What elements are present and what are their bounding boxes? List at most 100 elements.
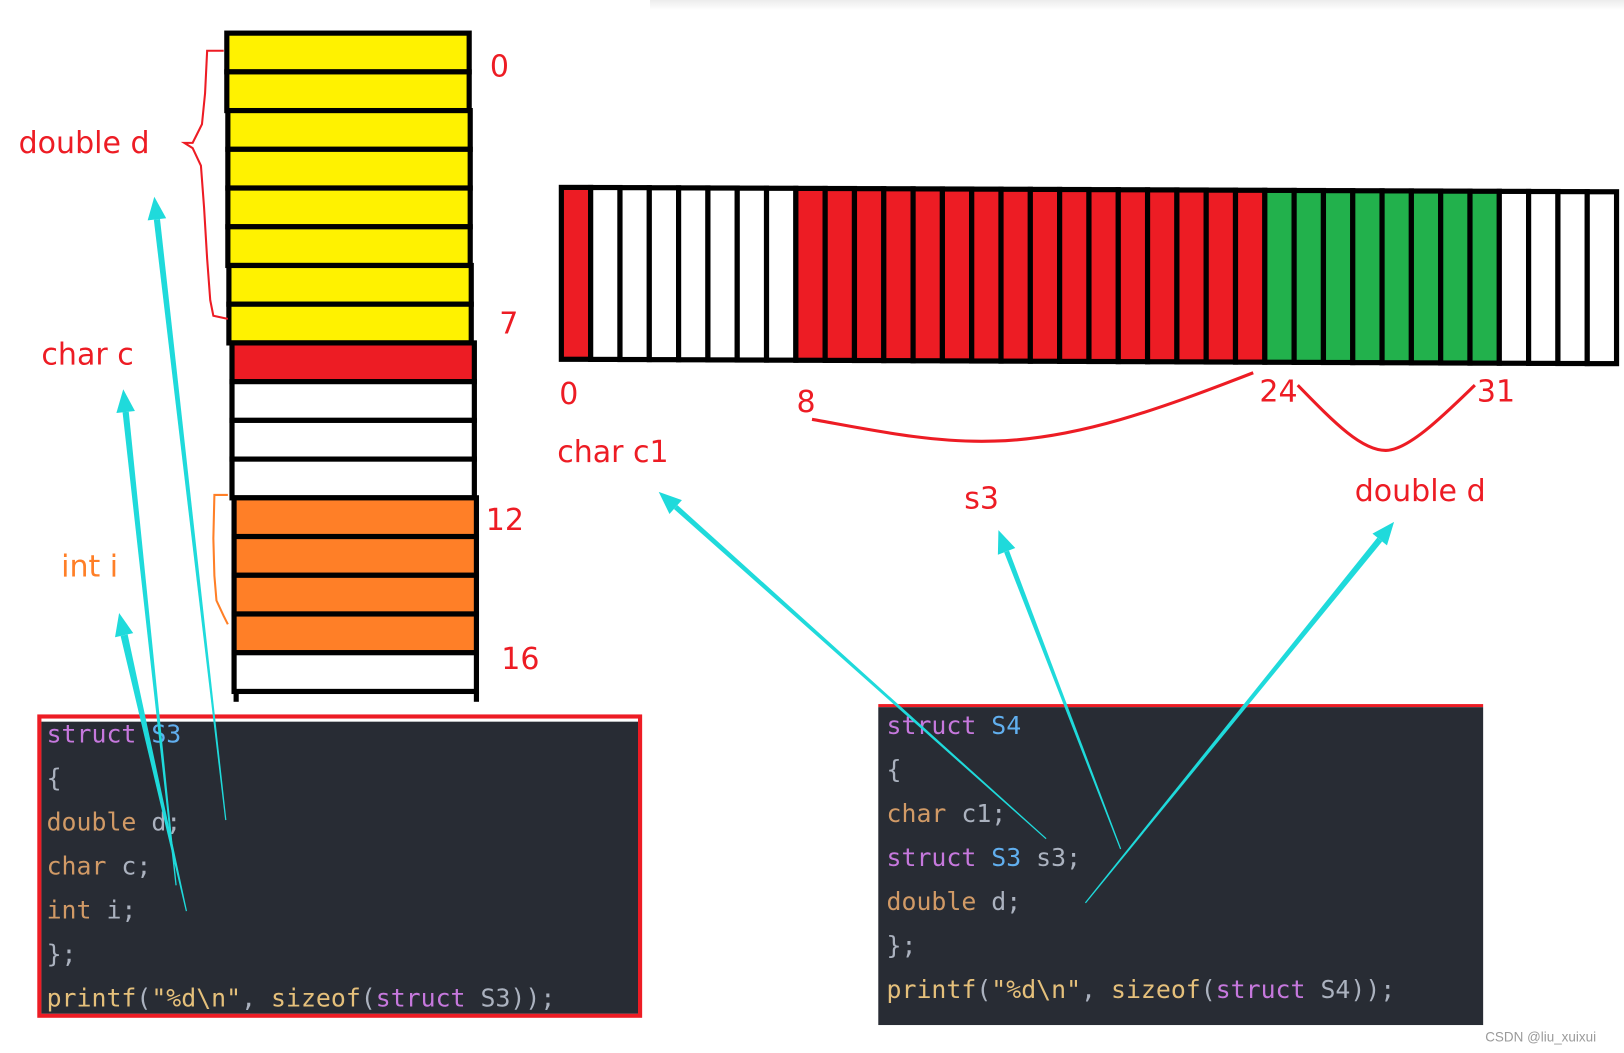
annotation-arrows — [115, 196, 1395, 912]
label-s3: s3 — [964, 481, 999, 516]
s4-offset-31: 31 — [1477, 375, 1515, 410]
s4-byte-cell-21 — [1174, 187, 1209, 365]
code-token: ( — [136, 983, 151, 1012]
code-token: sizeof — [271, 983, 361, 1012]
s4-byte-cell-26 — [1320, 188, 1356, 366]
code-line: struct S3 s3; — [887, 843, 1081, 872]
s3-byte-cell-16 — [231, 650, 480, 695]
s3-byte-cell-14 — [231, 572, 480, 617]
code-token: S3)); — [466, 983, 556, 1012]
s4-byte-cell-30 — [1438, 188, 1473, 366]
s4-offset-8: 8 — [796, 385, 815, 420]
code-token: struct — [887, 843, 992, 872]
s4-byte-cell-10 — [851, 186, 887, 364]
double-d-span-curve — [1296, 384, 1476, 452]
s3-byte-cell-10 — [229, 417, 477, 462]
code-token: S3 — [991, 843, 1036, 872]
code-token: int — [47, 895, 107, 924]
code-line: int i; — [47, 895, 137, 924]
s3-byte-cell-7 — [226, 301, 474, 346]
code-token: s3; — [1036, 843, 1081, 872]
label-double-d-s4: double d — [1355, 474, 1486, 509]
s4-byte-cell-5 — [705, 185, 740, 363]
s4-byte-cell-6 — [734, 185, 770, 363]
code-token: printf — [887, 975, 977, 1004]
s3-code-editor — [41, 721, 638, 1014]
s3-code-block: struct S3{ double d; char c; int i;};pri… — [47, 719, 556, 1012]
s3-offset-7: 7 — [499, 306, 518, 341]
code-token: }; — [47, 939, 77, 968]
s4-byte-cell-1 — [588, 184, 623, 362]
code-token: }; — [887, 931, 917, 960]
code-line: char c; — [47, 851, 152, 880]
code-token: ( — [361, 983, 376, 1012]
code-line: }; — [887, 931, 917, 960]
arrow-s3-head — [997, 530, 1016, 555]
s4-byte-cell-25 — [1291, 187, 1327, 365]
s3-byte-cell-13 — [231, 533, 480, 578]
s4-byte-cell-32 — [1496, 188, 1532, 366]
s4-byte-cell-9 — [822, 185, 858, 363]
arrow-char-c1-head — [658, 491, 682, 514]
code-token: "%d\n" — [151, 983, 241, 1012]
s4-offset-24: 24 — [1259, 375, 1297, 410]
s4-byte-cell-12 — [910, 186, 945, 364]
s4-byte-cell-11 — [881, 186, 916, 364]
code-token: S4)); — [1305, 975, 1395, 1004]
s4-byte-cell-3 — [646, 185, 682, 363]
label-char-c: char c — [41, 337, 133, 372]
arrow-s3-shaft — [1004, 550, 1122, 850]
code-token: S4 — [991, 711, 1021, 740]
code-line: double d; — [887, 887, 1022, 916]
arrow-char-c-shaft — [122, 411, 177, 886]
s3-byte-cell-8 — [229, 340, 477, 385]
code-token: { — [887, 755, 902, 784]
s4-memory-row — [558, 184, 1620, 367]
arrow-double-d-shaft — [153, 219, 227, 821]
s4-byte-cell-35 — [1584, 189, 1620, 367]
code-line: }; — [47, 939, 77, 968]
code-token: ( — [976, 975, 991, 1004]
s4-byte-cell-23 — [1232, 187, 1268, 365]
int-i-brace — [212, 493, 229, 625]
code-token: c1; — [961, 799, 1006, 828]
code-line: { — [887, 755, 902, 784]
s3-byte-cell-0 — [224, 30, 472, 75]
s4-byte-cell-24 — [1262, 187, 1297, 365]
s4-byte-cell-15 — [998, 186, 1033, 364]
code-token: d; — [991, 887, 1021, 916]
s4-byte-cell-27 — [1350, 188, 1385, 366]
s4-byte-cell-31 — [1467, 188, 1502, 366]
code-token: i; — [106, 895, 136, 924]
code-token: c; — [121, 851, 151, 880]
s4-byte-cell-28 — [1379, 188, 1414, 366]
s4-byte-cell-29 — [1408, 188, 1444, 366]
arrow-char-c-head — [116, 389, 135, 413]
s4-byte-cell-2 — [617, 185, 652, 363]
watermark: CSDN @liu_xuixui — [1485, 1030, 1596, 1045]
s4-byte-cell-33 — [1526, 188, 1561, 366]
code-token: double — [887, 887, 992, 916]
s4-byte-cell-16 — [1027, 186, 1063, 364]
s4-code-editor — [878, 707, 1484, 1026]
s4-byte-cell-8 — [793, 185, 828, 363]
s3-memory-stack — [224, 30, 480, 702]
code-line: printf("%d\n", sizeof(struct S3)); — [47, 983, 556, 1012]
arrow-char-c1-shaft — [673, 505, 1047, 840]
code-token: struct — [1216, 975, 1306, 1004]
s3-byte-cell-11 — [229, 456, 477, 501]
code-token: printf — [47, 983, 137, 1012]
s4-code-top-border — [878, 704, 1484, 708]
code-token: , — [1081, 975, 1111, 1004]
top-shadow — [650, 0, 1624, 10]
s4-byte-cell-4 — [676, 185, 711, 363]
s3-byte-cell-2 — [225, 107, 473, 152]
s4-byte-cell-20 — [1144, 187, 1180, 365]
s3-offset-0: 0 — [490, 50, 509, 85]
s4-byte-cell-7 — [763, 185, 799, 363]
s3-offset-12: 12 — [486, 503, 524, 538]
s3-byte-cell-4 — [225, 185, 473, 230]
label-char-c1: char c1 — [557, 435, 668, 470]
s3-byte-cell-1 — [224, 69, 472, 114]
code-token: struct — [47, 719, 152, 748]
